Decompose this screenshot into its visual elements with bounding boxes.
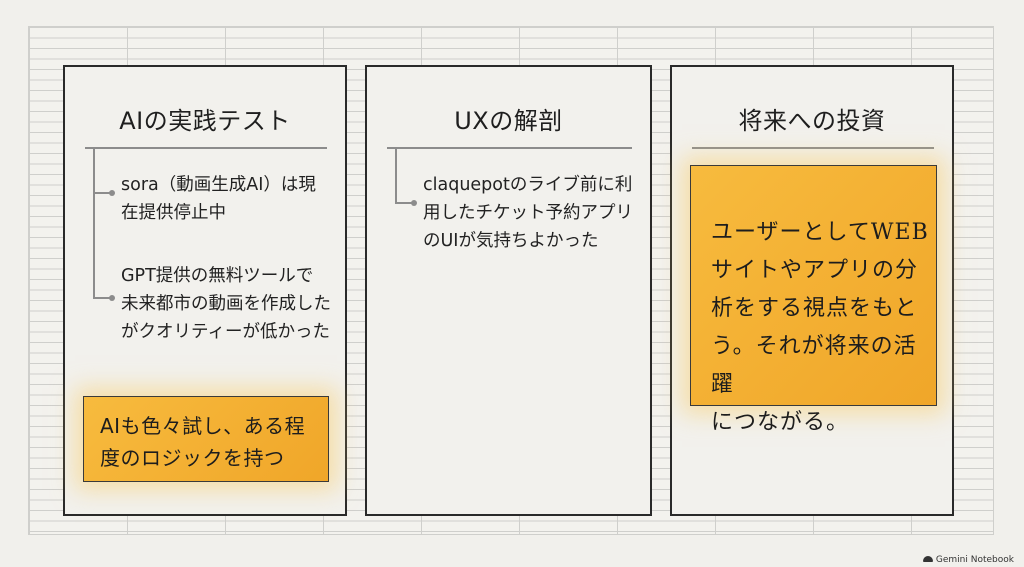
panel-title: 将来への投資 <box>738 107 886 135</box>
bullet-text: sora（動画生成AI）は現 在提供停止中 <box>121 175 316 223</box>
note-line: ユーザーとしてWEB <box>711 220 929 245</box>
bullet-text: GPT提供の無料ツールで 未来都市の動画を作成した がクオリティーが低かった <box>121 266 331 342</box>
note-line: 析をする視点をもと <box>711 296 918 321</box>
tree-branch <box>93 192 111 194</box>
panel-title: UXの解剖 <box>454 107 563 135</box>
bullet-dot <box>109 295 115 301</box>
panel-future: 将来への投資 ユーザーとしてWEB サイトやアプリの分 析をする視点をもと う。… <box>670 65 954 516</box>
tree-stem <box>395 147 397 203</box>
note-line: につながる。 <box>711 410 850 435</box>
tree-branch <box>93 297 111 299</box>
bullet-dot <box>411 200 417 206</box>
sticky-note: ユーザーとしてWEB サイトやアプリの分 析をする視点をもと う。それが将来の活… <box>690 165 937 435</box>
tree-stem <box>93 147 95 299</box>
title-divider <box>85 147 327 149</box>
panel-ux: UXの解剖 claquepotのライブ前に利 用したチケット予約アプリ のUIが… <box>365 65 652 516</box>
title-divider <box>692 147 934 149</box>
note-line: サイトやアプリの分 <box>711 258 919 283</box>
panel-title: AIの実践テスト <box>119 107 291 135</box>
bullet-dot <box>109 190 115 196</box>
title-divider <box>387 147 632 149</box>
footer-brand: Gemini Notebook <box>922 555 1014 565</box>
tree-branch <box>395 202 413 204</box>
note-line: AIも色々試し、ある程 <box>100 414 306 438</box>
gemini-logo-icon <box>922 556 933 562</box>
note-line: う。それが将来の活躍 <box>711 334 917 397</box>
bullet-text: claquepotのライブ前に利 用したチケット予約アプリ のUIが気持ちよかっ… <box>423 175 633 251</box>
sticky-note: AIも色々試し、ある程 度のロジックを持つ <box>83 396 329 482</box>
note-line: 度のロジックを持つ <box>100 446 285 470</box>
panel-ai-test: AIの実践テスト sora（動画生成AI）は現 在提供停止中 GPT提供の無料ツ… <box>63 65 347 516</box>
